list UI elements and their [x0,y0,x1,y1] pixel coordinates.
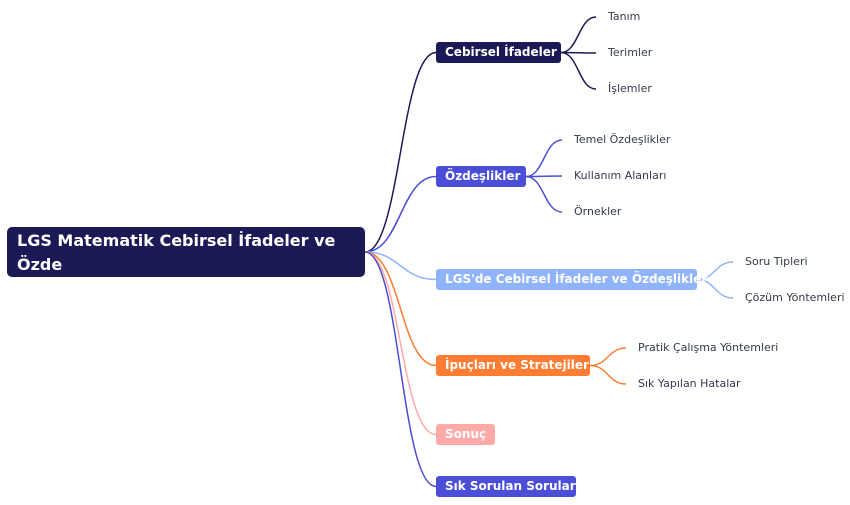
root-edge [364,175,437,253]
branch-node-ipuclari[interactable]: İpuçları ve Stratejiler [436,355,590,376]
branch-node-lgs[interactable]: LGS'de Cebirsel İfadeler ve Özdeşlikler [436,269,707,290]
branch-edge [589,364,627,385]
leaf-node[interactable]: Tanım [608,10,641,23]
leaf-node[interactable]: Terimler [608,46,653,59]
root-edge [364,51,437,253]
root-label-line2: şlikler [17,279,73,298]
branch-edge [525,175,563,213]
branch-edge [560,16,597,54]
branch-edge [696,278,734,299]
branch-node-ozdeslikler[interactable]: Özdeşlikler [436,166,526,187]
leaf-node[interactable]: Sık Yapılan Hatalar [638,377,741,390]
root-edge [364,251,437,488]
branch-node-sonuc[interactable]: Sonuç [436,424,495,445]
branch-edge [525,175,563,178]
leaf-node[interactable]: Kullanım Alanları [574,169,667,182]
leaf-node[interactable]: Temel Özdeşlikler [574,133,671,146]
branch-edge [696,261,734,281]
root-node[interactable]: LGS Matematik Cebirsel İfadeler ve Özde … [7,227,365,298]
branch-edge [560,51,597,90]
leaf-node[interactable]: İşlemler [608,82,652,95]
branch-edge [525,139,563,178]
leaf-node[interactable]: Pratik Çalışma Yöntemleri [638,341,779,354]
leaf-node[interactable]: Soru Tipleri [745,255,808,268]
leaf-node[interactable]: Çözüm Yöntemleri [745,291,845,304]
leaf-node[interactable]: Örnekler [574,205,622,218]
root-edge [364,251,437,281]
branch-edge [589,347,627,367]
branch-node-sss[interactable]: Sık Sorulan Sorular [436,476,576,497]
root-label-line1: LGS Matematik Cebirsel İfadeler ve Özde [17,231,336,274]
root-edge [364,251,437,367]
branch-edge [560,51,597,54]
branch-node-cebirsel-ifadeler[interactable]: Cebirsel İfadeler [436,42,561,63]
root-edge [364,251,437,436]
